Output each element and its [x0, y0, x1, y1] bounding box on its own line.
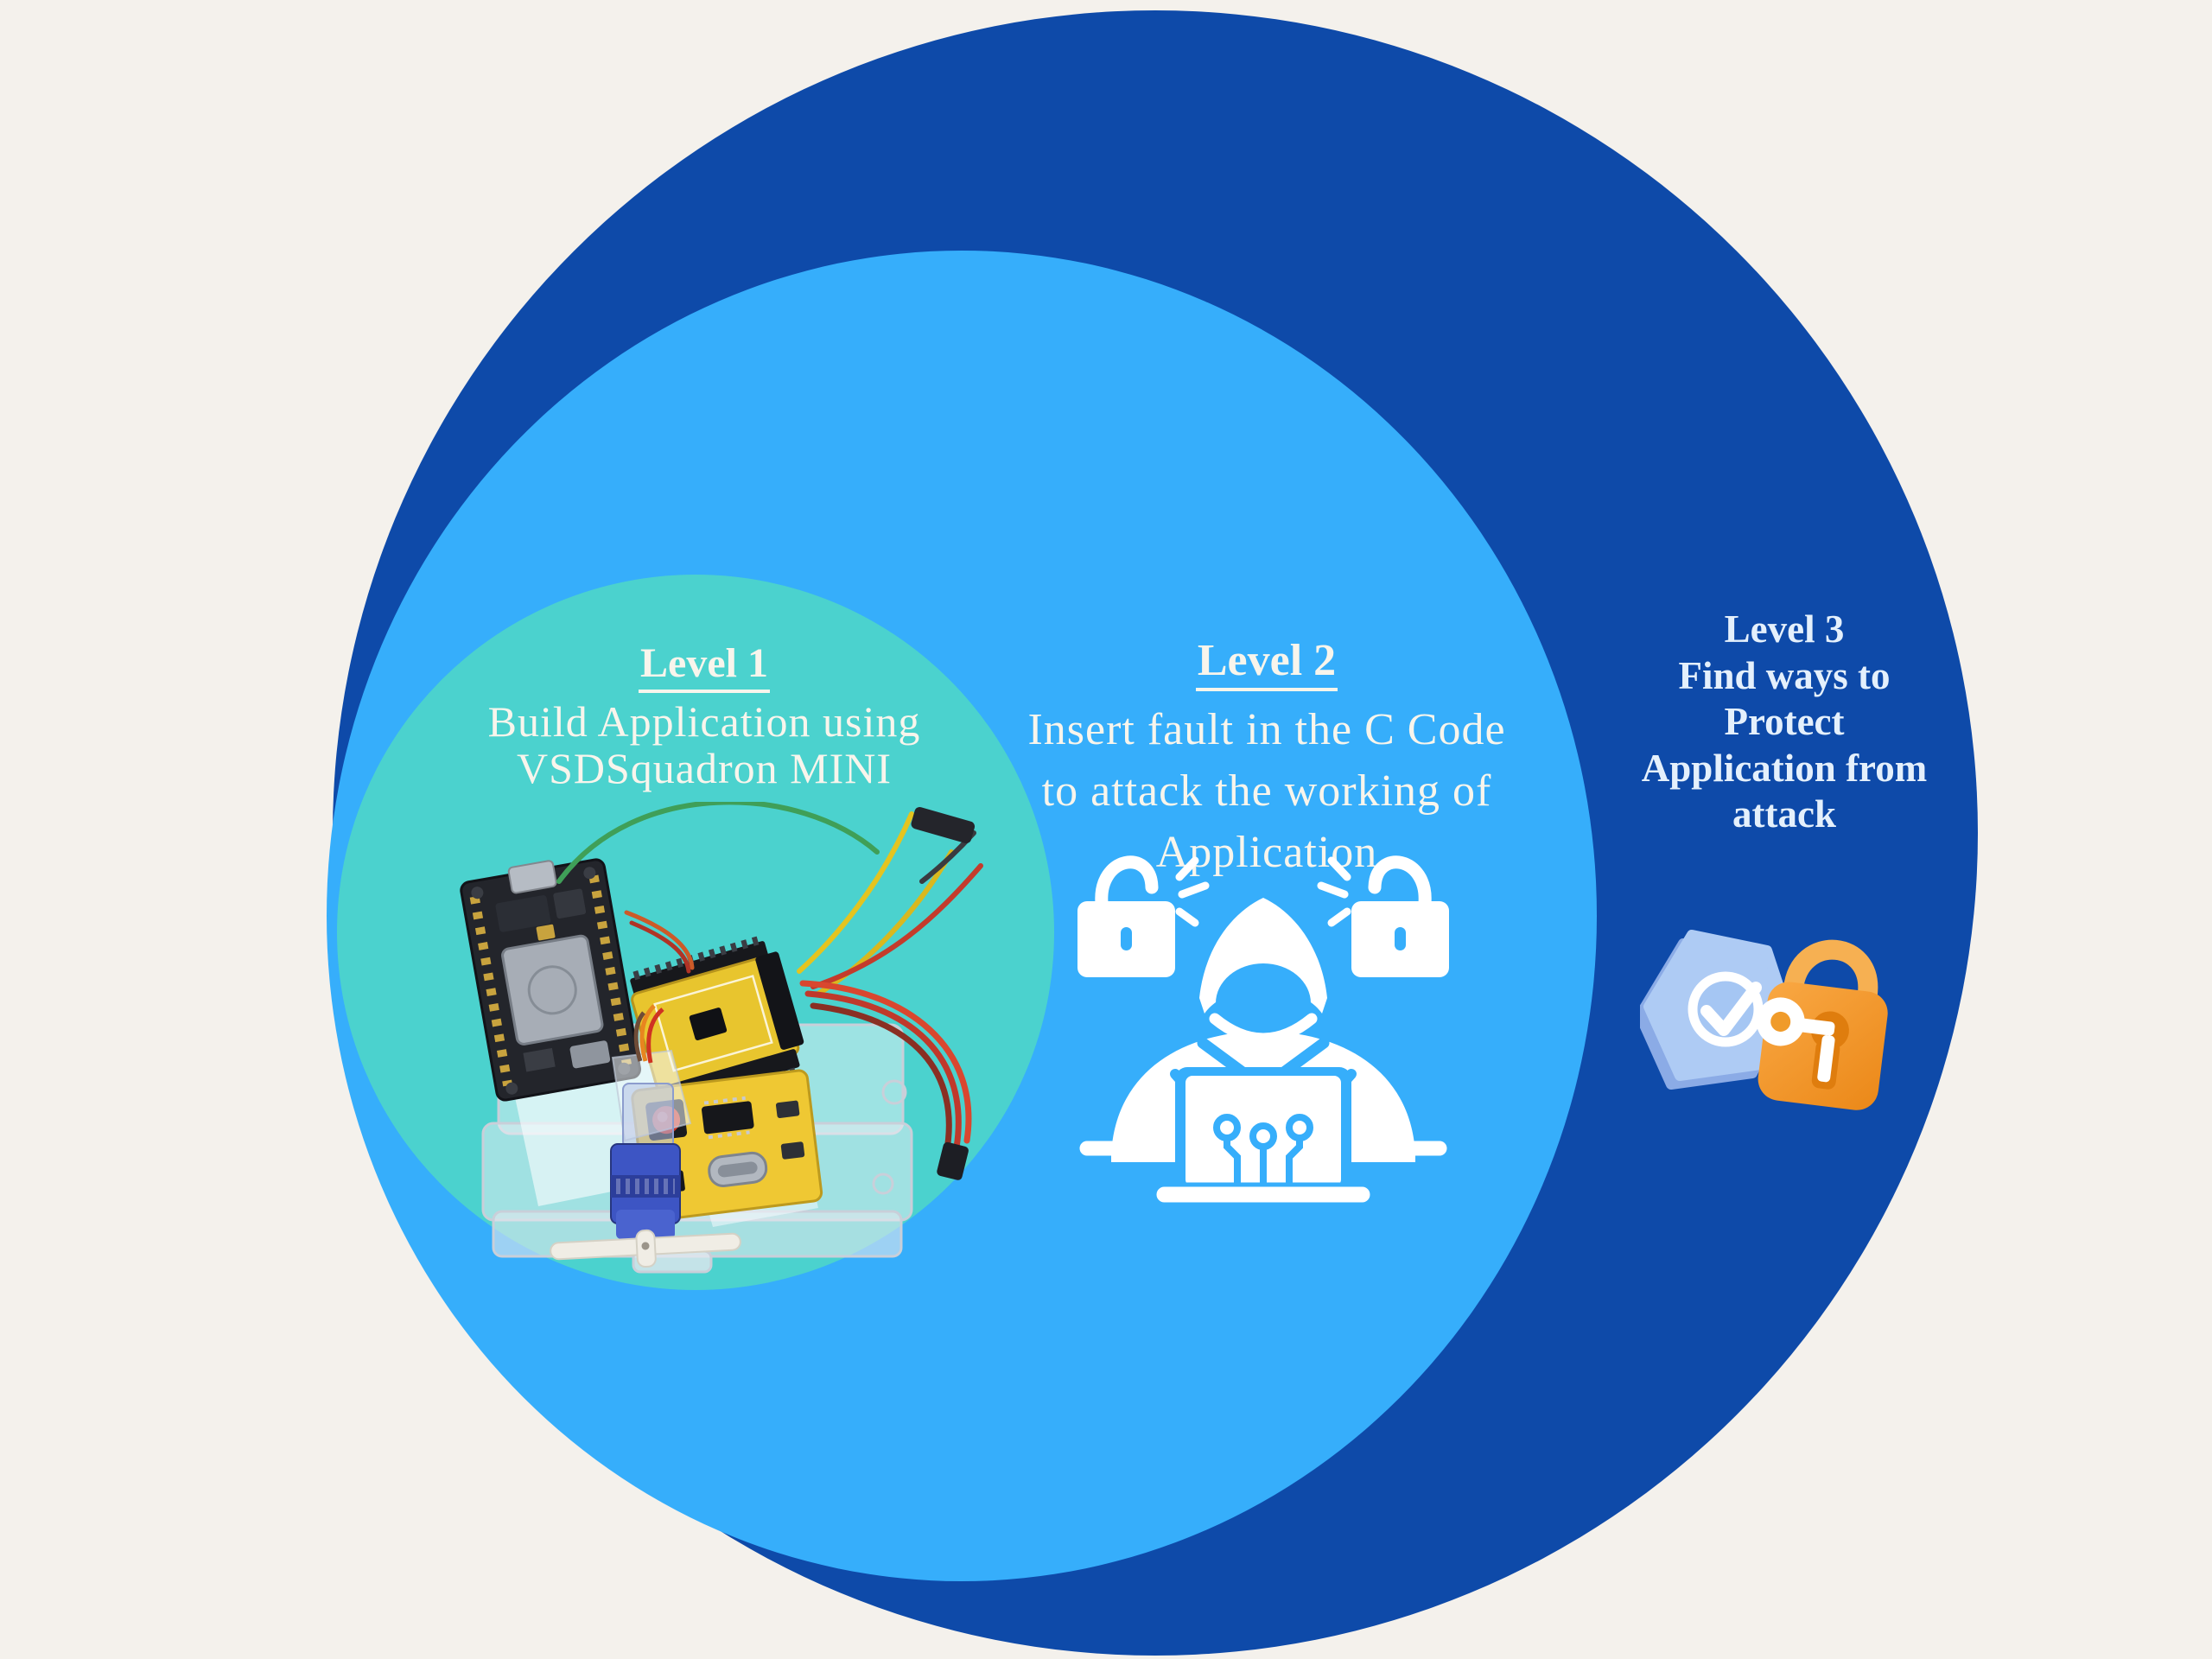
level-2-label-block: Level 2 Insert fault in the C Code to at… — [956, 636, 1578, 883]
level-3-description-line: Application from — [1641, 746, 1928, 790]
blue-micro-servo — [550, 1004, 741, 1268]
unlocked-padlock-left — [1077, 855, 1210, 977]
level-2-description-line: to attack the working of — [1041, 766, 1492, 816]
servo-plug — [937, 1141, 969, 1180]
level-2-heading: Level 2 — [1195, 636, 1338, 692]
wire-connector — [911, 807, 976, 844]
level-1-heading: Level 1 — [639, 640, 770, 693]
level-1-description-line: VSDSquadron MINI — [516, 743, 893, 792]
key-icon — [1796, 1018, 1835, 1036]
unlocked-padlock-right — [1317, 855, 1449, 977]
circuit-traces — [1213, 1114, 1313, 1188]
level-3-label-block: Level 3 Find ways to Protect Application… — [1577, 607, 1992, 838]
hacker-face — [1216, 963, 1311, 1043]
esp32-board — [460, 858, 642, 1102]
level-3-heading: Level 3 — [1724, 607, 1845, 651]
shield-check-padlock-key-icon — [1640, 914, 1927, 1128]
level-1-description-line: Build Application using — [487, 696, 921, 746]
hacker-laptop-unlocked-padlocks-icon — [1073, 849, 1453, 1205]
check-mark-icon — [1700, 982, 1762, 1036]
level-3-description-line: attack — [1732, 792, 1836, 836]
vsdsquadron-mini-hardware-photo — [428, 802, 985, 1309]
level-3-description-line: Find ways to — [1678, 653, 1891, 697]
level-3-description-line: Protect — [1724, 700, 1845, 744]
servo-horn — [550, 1229, 741, 1268]
level-2-description-line: Insert fault in the C Code — [1027, 705, 1506, 755]
orange-padlock-with-key — [1756, 939, 1888, 1110]
level-1-label-block: Level 1 Build Application using VSDSquad… — [376, 640, 1033, 792]
